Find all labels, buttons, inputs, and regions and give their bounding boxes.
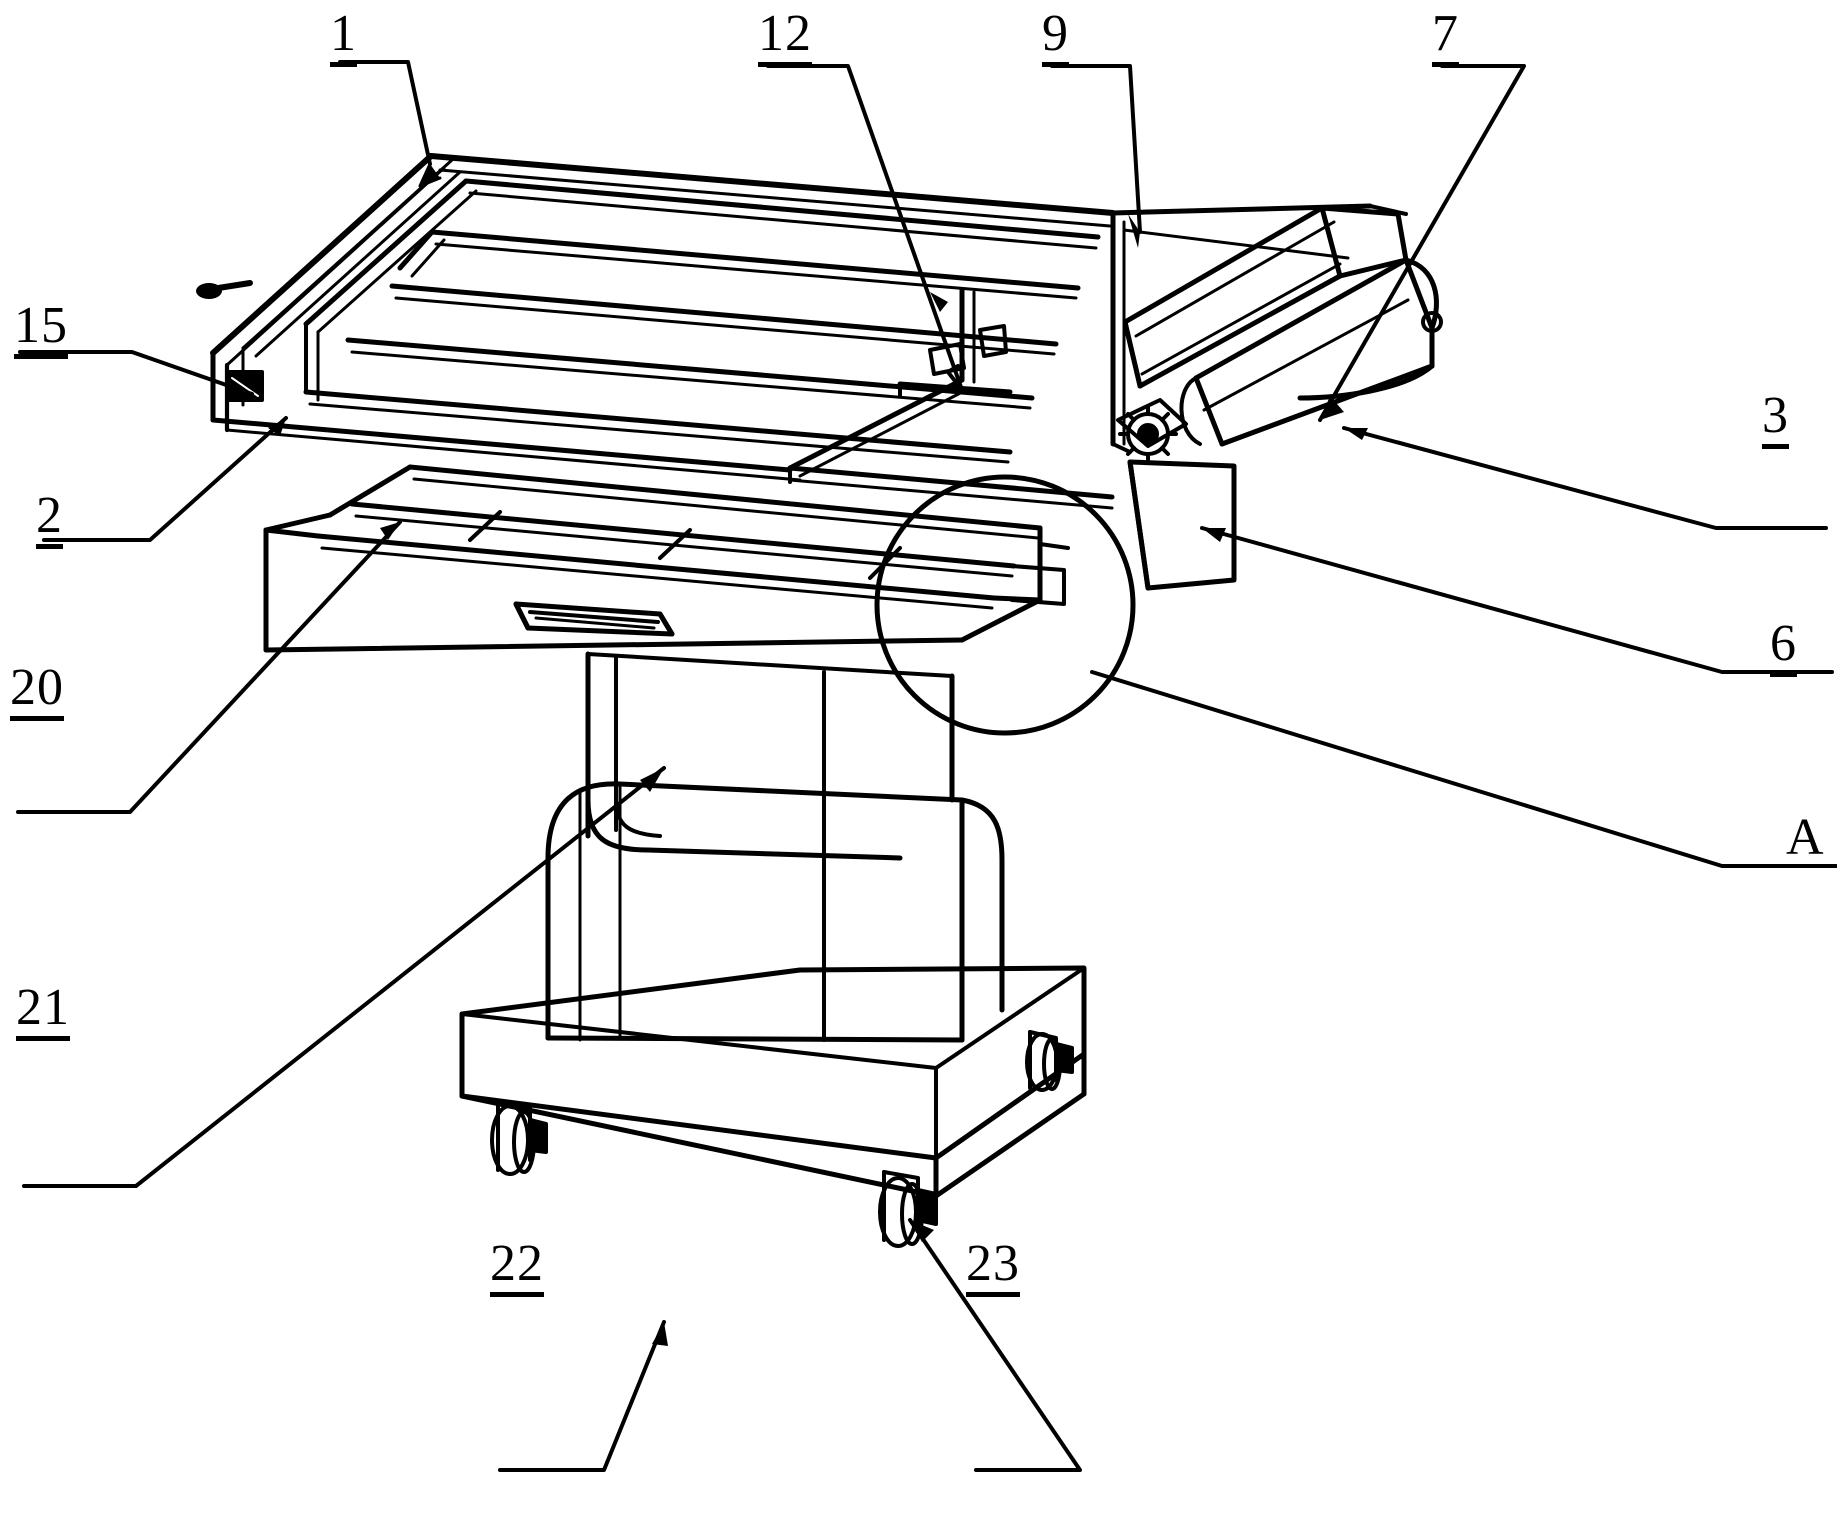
callout-label-9: 9 — [1042, 8, 1069, 67]
caster-wheel — [490, 1102, 548, 1176]
callout-label-21: 21 — [16, 982, 70, 1041]
callout-label-3: 3 — [1762, 390, 1789, 449]
top-frame-assembly — [196, 153, 1116, 510]
callout-label-1: 1 — [330, 8, 357, 67]
callout-label-22: 22 — [490, 1238, 544, 1297]
callout-label-6: 6 — [1770, 618, 1797, 677]
callout-label-2: 2 — [36, 490, 63, 549]
callout-label-15: 15 — [14, 300, 68, 359]
callout-label-20: 20 — [10, 662, 64, 721]
callout-label-7: 7 — [1432, 8, 1459, 67]
leader-lines — [16, 60, 1837, 1472]
caster-wheel — [878, 1170, 938, 1248]
callout-label-a: A — [1786, 809, 1825, 866]
pivot-gear-block — [1116, 398, 1237, 591]
base-and-casters — [459, 965, 1087, 1248]
callout-label-23: 23 — [966, 1238, 1020, 1297]
callout-label-12: 12 — [758, 8, 812, 67]
drawer-assembly — [263, 464, 1070, 653]
caster-wheel — [1025, 1030, 1074, 1092]
detail-circle-a — [874, 474, 1136, 736]
